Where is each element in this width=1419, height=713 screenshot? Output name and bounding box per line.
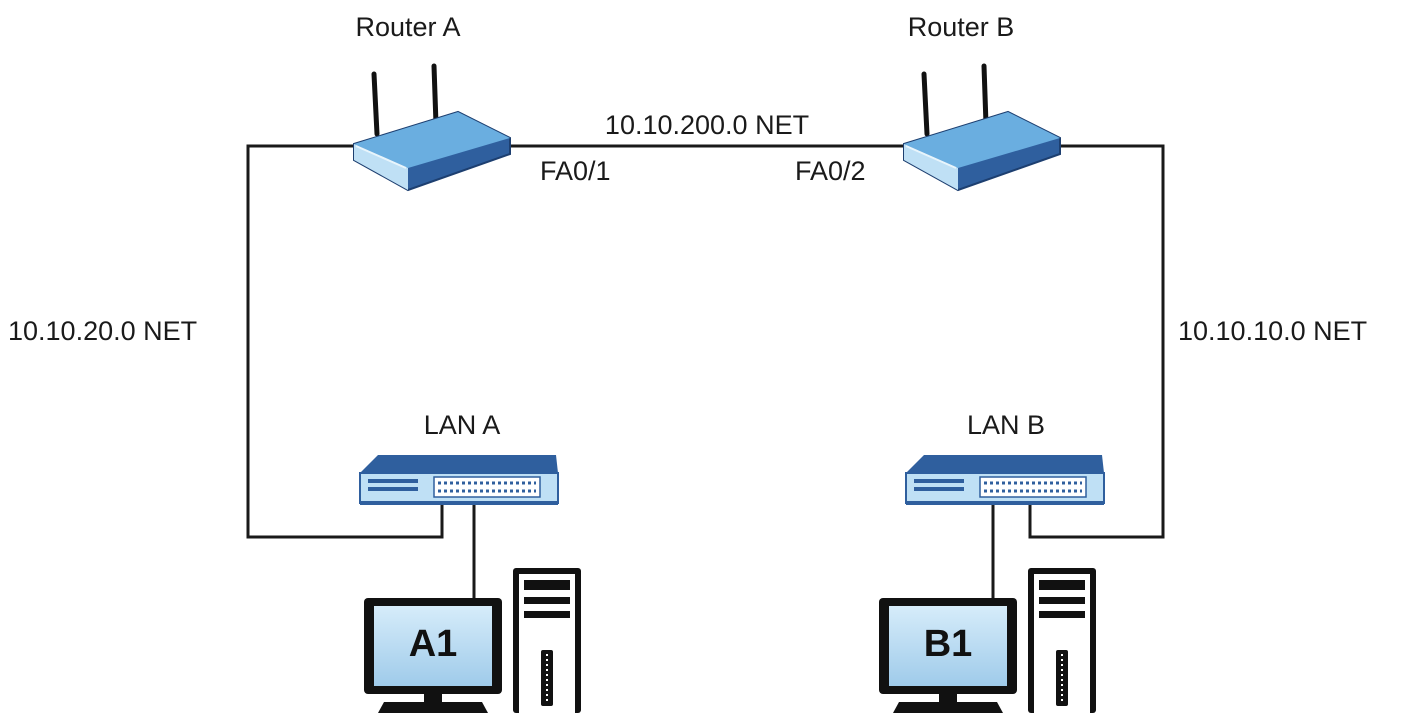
pc-a1-icon	[364, 568, 581, 713]
router-a-label: Router A	[355, 12, 461, 42]
lan-b-label: LAN B	[966, 410, 1046, 440]
right-network-label: 10.10.10.0 NET	[1178, 316, 1368, 346]
host-b1-label: B1	[923, 623, 973, 665]
router-b-label: Router B	[907, 12, 1015, 42]
pc-b1-icon	[879, 568, 1096, 713]
router-b-icon	[903, 63, 1061, 192]
switch-lan-a-icon	[359, 455, 559, 505]
router-link-network-label: 10.10.200.0 NET	[604, 110, 810, 140]
connections	[246, 144, 1165, 598]
link-router-a-to-lan-a	[246, 144, 444, 539]
router-a-port-label: FA0/1	[540, 156, 611, 186]
router-a-icon	[353, 63, 511, 192]
lan-a-label: LAN A	[423, 410, 501, 440]
switch-lan-b-icon	[905, 455, 1105, 505]
left-network-label: 10.10.20.0 NET	[8, 316, 198, 346]
host-a1-label: A1	[408, 623, 458, 665]
router-b-port-label: FA0/2	[795, 156, 866, 186]
link-router-b-to-lan-b	[1028, 144, 1165, 539]
